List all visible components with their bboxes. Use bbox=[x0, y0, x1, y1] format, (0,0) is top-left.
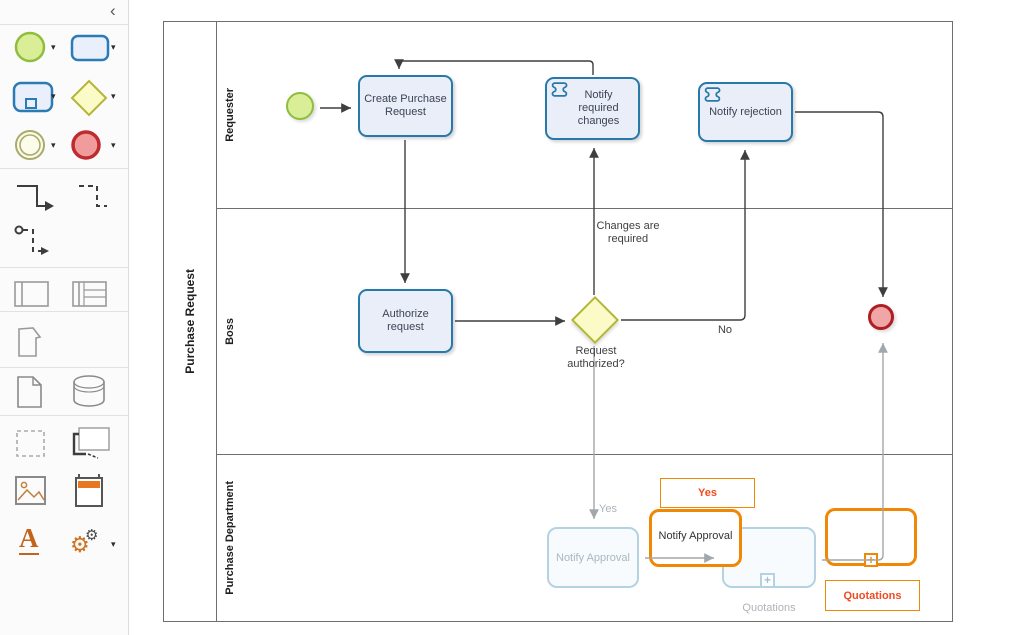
palette-datastore-shape[interactable] bbox=[70, 374, 108, 413]
preview-label-yes: Yes bbox=[660, 478, 755, 508]
palette-divider bbox=[0, 168, 128, 169]
palette-gateway-shape[interactable] bbox=[70, 79, 108, 122]
dropdown-icon[interactable]: ▾ bbox=[111, 42, 116, 52]
palette-subprocess-shape[interactable] bbox=[12, 81, 54, 118]
palette-group-shape[interactable] bbox=[15, 429, 47, 464]
subprocess-expand-icon[interactable]: + bbox=[864, 553, 878, 567]
lane-divider bbox=[217, 454, 953, 455]
palette-message-flow-shape[interactable] bbox=[12, 223, 56, 268]
collapse-sidebar-icon[interactable]: ‹ bbox=[110, 1, 116, 20]
edge-label-no: No bbox=[717, 324, 733, 336]
palette-callout-shape[interactable] bbox=[70, 425, 112, 468]
palette-vertical-container-shape[interactable] bbox=[72, 471, 106, 514]
dropdown-icon[interactable]: ▾ bbox=[51, 42, 56, 52]
lane-purchase-department[interactable]: Purchase Department bbox=[221, 454, 239, 622]
palette-settings-shapes[interactable]: ⚙ ⚙ bbox=[70, 526, 104, 557]
palette-dashed-flow-shape[interactable] bbox=[74, 179, 114, 222]
dropdown-icon[interactable]: ▾ bbox=[111, 91, 116, 101]
palette-text-shape[interactable]: A bbox=[19, 523, 39, 555]
lane-label: Requester bbox=[224, 87, 236, 142]
task-authorize-request[interactable]: Authorize request bbox=[358, 289, 453, 353]
start-event[interactable] bbox=[286, 92, 314, 120]
pool-title: Purchase Request bbox=[182, 269, 197, 374]
pool-title-band[interactable]: Purchase Request bbox=[163, 21, 217, 622]
gear-icon: ⚙ bbox=[70, 532, 90, 557]
dropdown-icon[interactable]: ▾ bbox=[111, 539, 116, 549]
shape-palette: ‹ ▾ ▾ ▾ ▾ ▾ ▾ bbox=[0, 0, 129, 635]
palette-document-shape[interactable] bbox=[14, 374, 46, 415]
palette-sequence-flow-shape[interactable] bbox=[12, 179, 56, 222]
text-tool-icon: A bbox=[19, 523, 39, 555]
dropdown-icon[interactable]: ▾ bbox=[111, 140, 116, 150]
script-task-icon bbox=[551, 82, 568, 97]
dropdown-icon[interactable]: ▾ bbox=[51, 91, 56, 101]
gateway-label: Request authorized? bbox=[567, 345, 625, 370]
palette-divider bbox=[0, 367, 128, 368]
edge-label-changes-required: Changes are required bbox=[596, 220, 660, 245]
lane-requester[interactable]: Requester bbox=[221, 21, 239, 208]
palette-pool-shape[interactable] bbox=[13, 280, 51, 313]
palette-divider bbox=[0, 311, 128, 312]
palette-divider bbox=[0, 267, 128, 268]
script-task-icon bbox=[704, 87, 721, 102]
palette-pool-lanes-shape[interactable] bbox=[71, 280, 109, 313]
edge-label-yes: Yes bbox=[599, 503, 617, 515]
end-event[interactable] bbox=[868, 304, 894, 330]
palette-end-event-shape[interactable] bbox=[70, 129, 102, 166]
preview-label-quotations: Quotations bbox=[825, 580, 920, 611]
lane-boss[interactable]: Boss bbox=[221, 208, 239, 454]
subprocess-expand-icon[interactable]: + bbox=[760, 573, 775, 588]
task-create-purchase-request[interactable]: Create Purchase Request bbox=[358, 75, 453, 137]
faded-label-quotations: Quotations bbox=[742, 602, 796, 614]
dropdown-icon[interactable]: ▾ bbox=[51, 140, 56, 150]
lane-label: Boss bbox=[224, 317, 236, 345]
palette-card-shape[interactable] bbox=[16, 325, 48, 364]
palette-task-shape[interactable] bbox=[70, 34, 110, 67]
palette-image-shape[interactable] bbox=[14, 475, 48, 512]
palette-start-event-shape[interactable] bbox=[14, 31, 46, 68]
lane-label: Purchase Department bbox=[224, 481, 236, 595]
palette-divider bbox=[0, 415, 128, 416]
palette-divider bbox=[0, 24, 128, 25]
faded-task-notify-approval[interactable]: Notify Approval bbox=[547, 527, 639, 588]
gear-icon: ⚙ bbox=[85, 527, 99, 544]
lane-divider bbox=[217, 208, 953, 209]
preview-task-notify-approval[interactable]: Notify Approval bbox=[649, 509, 742, 567]
palette-intermediate-event-shape[interactable] bbox=[14, 129, 46, 166]
task-notify-required-changes[interactable]: Notify required changes bbox=[545, 77, 640, 140]
